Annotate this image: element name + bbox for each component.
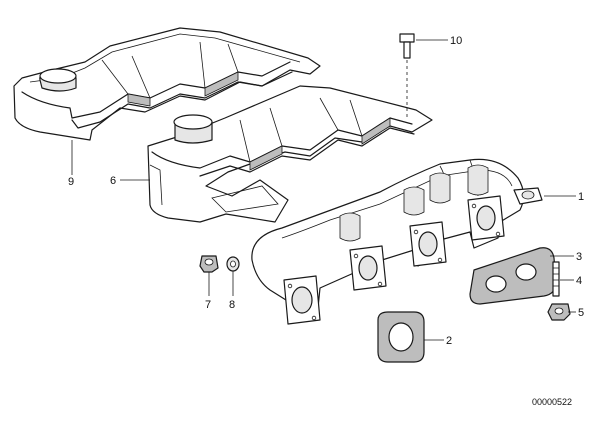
callout-6: 6 [110,175,116,187]
callout-8: 8 [229,299,235,311]
bolt-10[interactable] [399,33,415,120]
inner-heat-shield[interactable] [147,85,433,223]
gasket-front[interactable] [377,311,425,363]
nut-5[interactable] [547,303,571,321]
callout-1: 1 [578,191,584,203]
callout-10: 10 [450,35,462,47]
gasket-rear[interactable] [469,247,557,305]
outer-heat-shield[interactable] [13,27,321,141]
nut-7[interactable] [199,255,219,273]
callout-4: 4 [576,275,582,287]
exhaust-manifold[interactable] [251,158,543,325]
leader-lines [71,39,576,341]
callout-5: 5 [578,307,584,319]
washer-8[interactable] [226,256,240,272]
diagram-reference-number: 00000522 [532,397,572,407]
callout-7: 7 [205,299,211,311]
stud[interactable] [552,261,560,297]
callout-3: 3 [576,251,582,263]
callout-9: 9 [68,176,74,188]
callout-2: 2 [446,335,452,347]
